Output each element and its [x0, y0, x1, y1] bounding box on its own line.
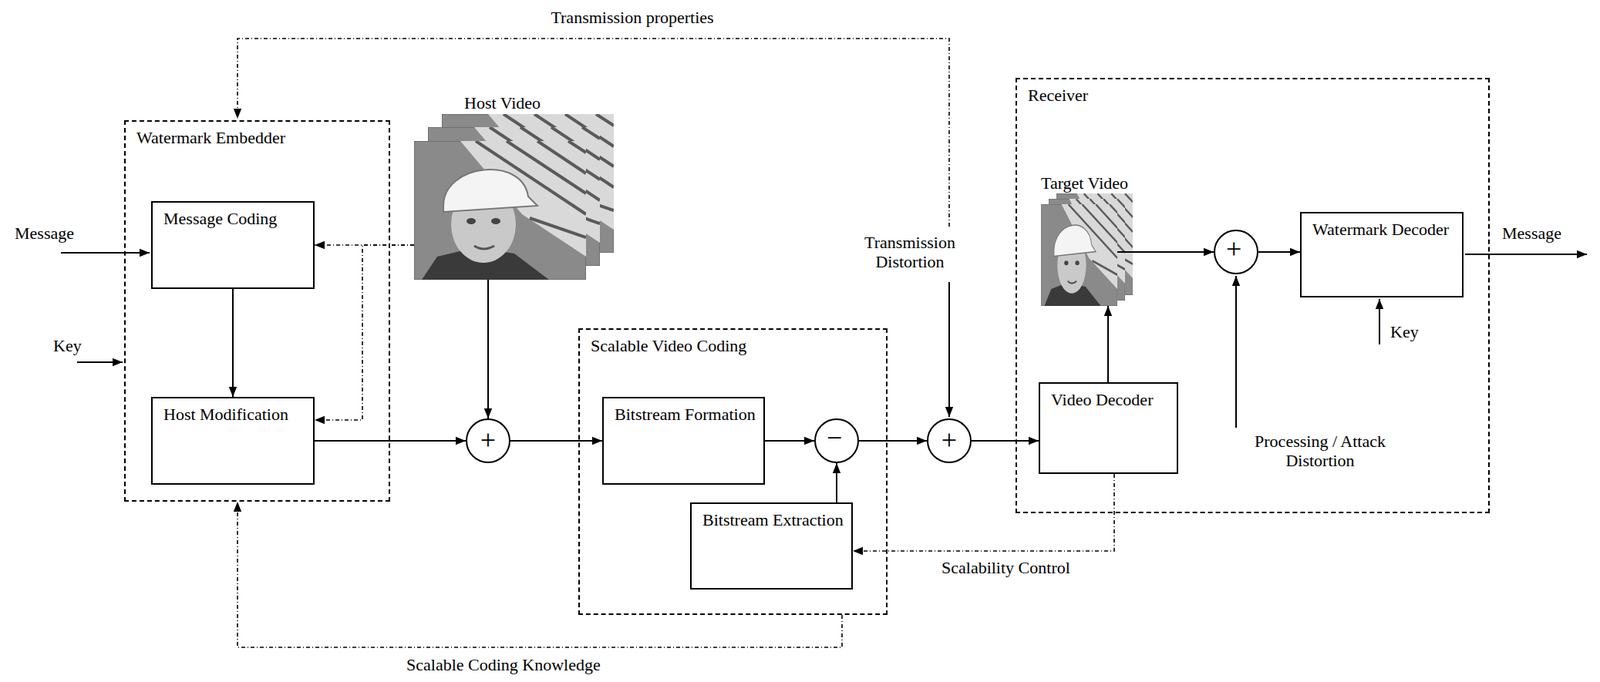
- process-box: Video Decoder: [1038, 382, 1179, 475]
- process-box: Host Modification: [151, 397, 315, 486]
- video-frame: [414, 141, 587, 280]
- signal-arrow: [971, 440, 1039, 442]
- signal-label: Transmission properties: [548, 7, 716, 27]
- sum-circle: +: [1213, 229, 1259, 275]
- signal-arrow: [1117, 251, 1214, 253]
- output-arrow: [1465, 253, 1587, 256]
- group-heading: Receiver: [1027, 85, 1088, 105]
- signal-label: Key: [50, 336, 85, 356]
- node-label: Message Coding: [163, 208, 260, 229]
- sum-circle: −: [814, 418, 859, 464]
- signal-arrow: [858, 440, 927, 442]
- signal-arrow: [487, 279, 489, 419]
- video-frame: [1040, 204, 1118, 307]
- signal-arrow: [835, 463, 838, 503]
- node-label: +: [1226, 235, 1242, 263]
- input-arrow: [1378, 299, 1381, 345]
- control-line: [314, 245, 415, 421]
- video-frame: Target Video: [1040, 204, 1118, 307]
- feedback-line: [237, 38, 950, 227]
- signal-label: Key: [1387, 322, 1422, 342]
- group-heading: Watermark Embedder: [136, 128, 286, 148]
- signal-arrow: [314, 440, 466, 442]
- node-label: Video Decoder: [1050, 390, 1129, 410]
- edge-label: Scalability Control: [938, 558, 1074, 578]
- input-arrow: [77, 361, 123, 364]
- edge-label: Scalable Coding Knowledge: [403, 655, 604, 675]
- sum-circle: +: [465, 418, 511, 464]
- node-label: +: [941, 426, 957, 455]
- signal-arrow: [1107, 306, 1109, 383]
- video-title: Host Video: [464, 93, 541, 113]
- group-box: Watermark EmbedderMessage CodingHost Mod…: [124, 120, 391, 502]
- node-label: Bitstream Extraction: [702, 510, 799, 530]
- group-heading: Scalable Video Coding: [590, 336, 747, 356]
- signal-label: Message: [12, 223, 77, 243]
- input-arrow: [1235, 276, 1237, 428]
- input-arrow: [60, 252, 150, 254]
- sum-circle: +: [926, 418, 972, 464]
- signal-arrow: [764, 440, 815, 442]
- signal-arrow: [232, 289, 234, 398]
- node-label: +: [480, 426, 496, 455]
- video-frame: Host Video: [414, 141, 587, 280]
- signal-label: Processing / Attack Distortion: [1225, 431, 1415, 472]
- process-box: Bitstream Extraction: [690, 502, 853, 590]
- signal-label: Transmission Distortion: [834, 232, 986, 273]
- node-label: Host Modification: [163, 404, 260, 425]
- signal-arrow: [1258, 251, 1301, 253]
- signal-label: Message: [1499, 223, 1564, 243]
- process-box: Message Coding: [151, 201, 315, 290]
- process-box: Watermark Decoder: [1300, 212, 1464, 298]
- process-box: Bitstream Formation: [602, 397, 765, 486]
- node-label: −: [826, 424, 843, 452]
- video-title: Target Video: [1040, 173, 1129, 193]
- signal-arrow: [510, 440, 603, 442]
- node-label: Watermark Decoder: [1312, 219, 1409, 240]
- node-label: Bitstream Formation: [614, 404, 711, 425]
- group-box: Scalable Video CodingBitstream Formation…: [578, 328, 888, 616]
- input-arrow: [948, 282, 950, 418]
